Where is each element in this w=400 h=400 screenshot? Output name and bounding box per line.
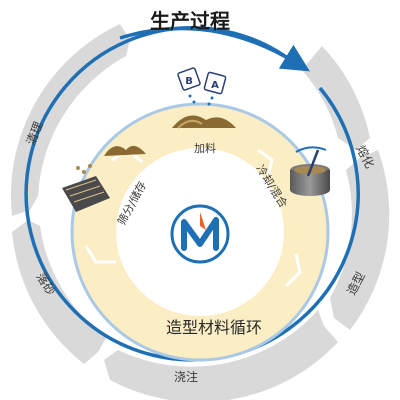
inner-divider-3 (84, 245, 116, 264)
mixer-body (290, 170, 330, 196)
sieve-frame (62, 176, 110, 212)
logo-accent (200, 212, 206, 230)
process-arrow-line (119, 26, 310, 72)
bag-a-label: A (211, 80, 219, 91)
inner-ring-border (70, 102, 330, 362)
sand-pile-icon (172, 115, 236, 128)
diagram-title: 生产过程 (150, 9, 230, 33)
inner-step-charging: 加料 (194, 141, 216, 155)
bag-b: B (177, 67, 201, 91)
mixer-paddle (306, 149, 320, 177)
sand-pile-highlight (177, 119, 203, 129)
mixer-icon (290, 146, 330, 196)
process-arrow (24, 26, 360, 362)
segment-molding (330, 150, 390, 330)
inner-divider-2 (257, 148, 274, 177)
segment-melting (302, 46, 370, 150)
bag-a-icon (203, 71, 227, 95)
bag-b-label: B (185, 76, 193, 87)
sand-pile-left (104, 145, 146, 156)
center-logo (170, 204, 230, 264)
mixer-swirl (295, 146, 327, 153)
segment-pouring (104, 310, 338, 400)
sand-pile-top (172, 115, 236, 129)
logo-letter-m (181, 217, 219, 251)
bag-a: A (203, 71, 227, 95)
bag-b-icon (177, 67, 201, 91)
segment-cleaning (10, 24, 131, 216)
inner-divider-4 (284, 253, 302, 288)
pour-dots (188, 94, 214, 106)
inner-ring-title: 造型材料循环 (166, 318, 262, 337)
left-sand-icon (104, 145, 146, 156)
process-circle-line (24, 26, 360, 362)
sieve-icon (62, 164, 110, 212)
sieve-mesh (65, 179, 105, 203)
outer-step-pouring: 浇注 (174, 369, 198, 384)
